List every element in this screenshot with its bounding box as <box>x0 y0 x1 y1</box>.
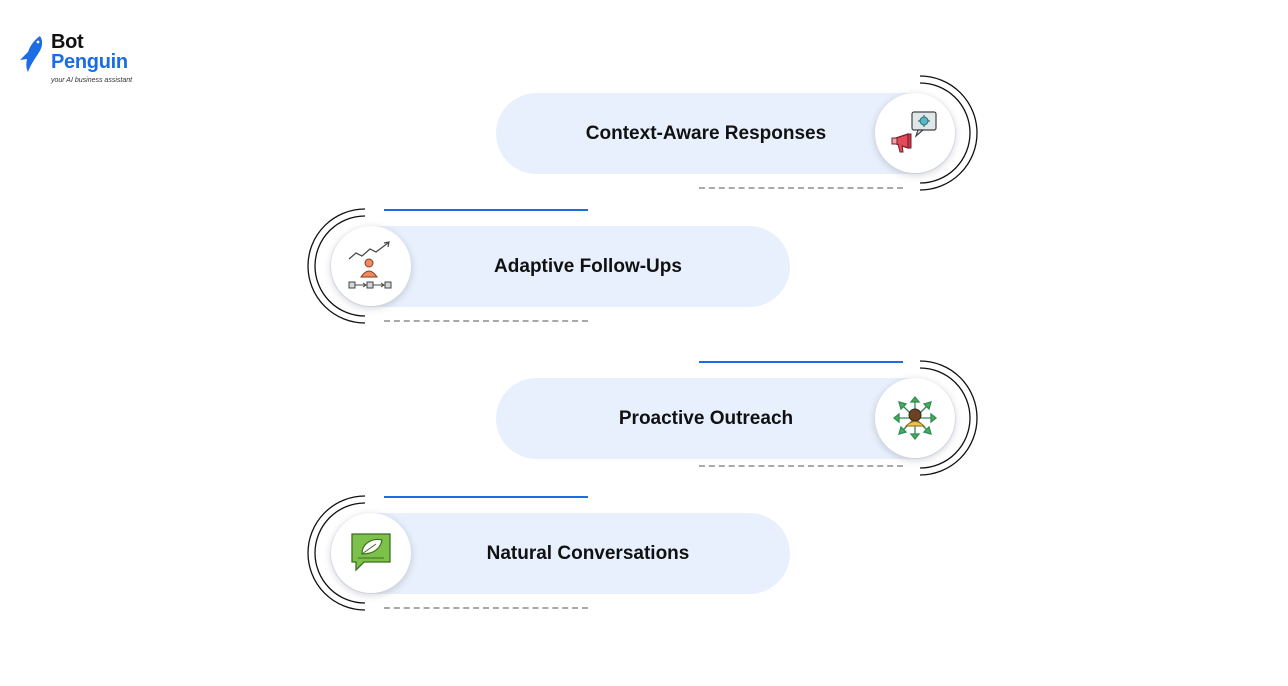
decorative-arcs-left <box>307 495 366 611</box>
dashed-divider <box>384 607 588 609</box>
item-label: Proactive Outreach <box>618 407 794 429</box>
dashed-divider <box>699 187 903 189</box>
item-label: Context-Aware Responses <box>585 122 827 144</box>
brand-tagline: your AI business assistant <box>51 77 133 84</box>
item-label: Adaptive Follow-Ups <box>494 255 682 277</box>
item-icon-circle <box>331 513 411 593</box>
dashed-divider <box>384 320 588 322</box>
accent-line <box>699 361 903 363</box>
item-icon-circle <box>875 93 955 173</box>
penguin-logo-icon <box>20 36 43 72</box>
growth-workflow-person-icon <box>348 241 392 289</box>
megaphone-chat-icon <box>891 111 937 153</box>
decorative-arcs-left <box>307 208 366 324</box>
brand-name-line1: Bot <box>51 31 84 53</box>
accent-line <box>384 496 588 498</box>
brand-name-line2: Penguin <box>51 51 128 73</box>
item-icon-circle <box>875 378 955 458</box>
dashed-divider <box>699 465 903 467</box>
brand-logo: Bot Penguin your AI business assistant <box>18 30 158 90</box>
item-icon-circle <box>331 226 411 306</box>
decorative-arcs-right <box>919 360 978 476</box>
item-label: Natural Conversations <box>486 542 690 564</box>
decorative-arcs-right <box>919 75 978 191</box>
accent-line <box>384 209 588 211</box>
leaf-chat-bubble-icon <box>351 533 391 572</box>
person-network-arrows-icon <box>892 395 938 441</box>
